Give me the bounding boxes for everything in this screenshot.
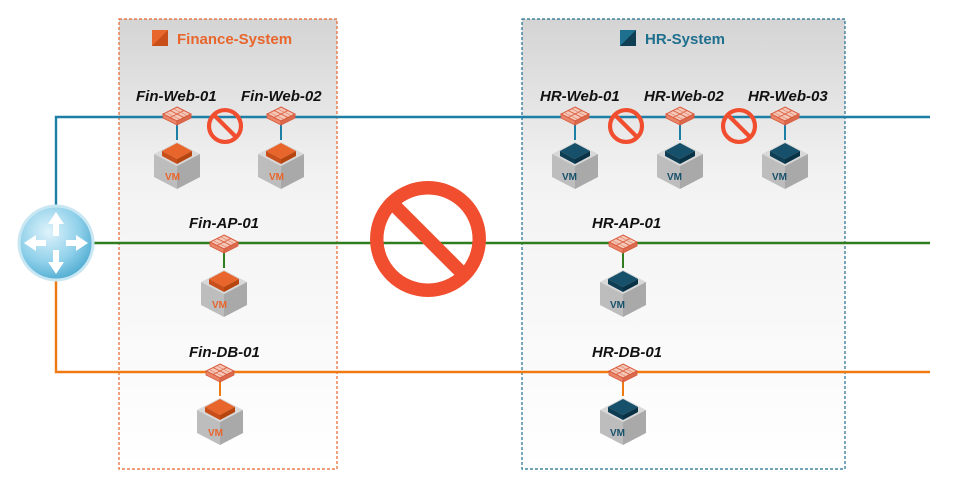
vm-label-fin-ap-01: Fin-AP-01	[189, 215, 259, 232]
vm-label-hr-db-01: HR-DB-01	[592, 344, 662, 361]
vm-label-hr-ap-01: HR-AP-01	[592, 215, 661, 232]
vm-label-hr-web-01: HR-Web-01	[540, 88, 620, 105]
vm-label-fin-web-01: Fin-Web-01	[136, 88, 217, 105]
no-entry-icon-large	[377, 188, 479, 290]
db-network-line	[54, 258, 930, 374]
vm-label-hr-web-02: HR-Web-02	[644, 88, 724, 105]
vm-label-fin-db-01: Fin-DB-01	[189, 344, 260, 361]
vm-labels: Fin-Web-01 Fin-Web-02 Fin-AP-01 Fin-DB-0…	[136, 88, 828, 361]
finance-zone-title: Finance-System	[177, 31, 292, 48]
vm-label-hr-web-03: HR-Web-03	[748, 88, 828, 105]
hr-zone-title: HR-System	[645, 31, 725, 48]
vm-label-fin-web-02: Fin-Web-02	[241, 88, 322, 105]
router-icon	[17, 204, 95, 282]
